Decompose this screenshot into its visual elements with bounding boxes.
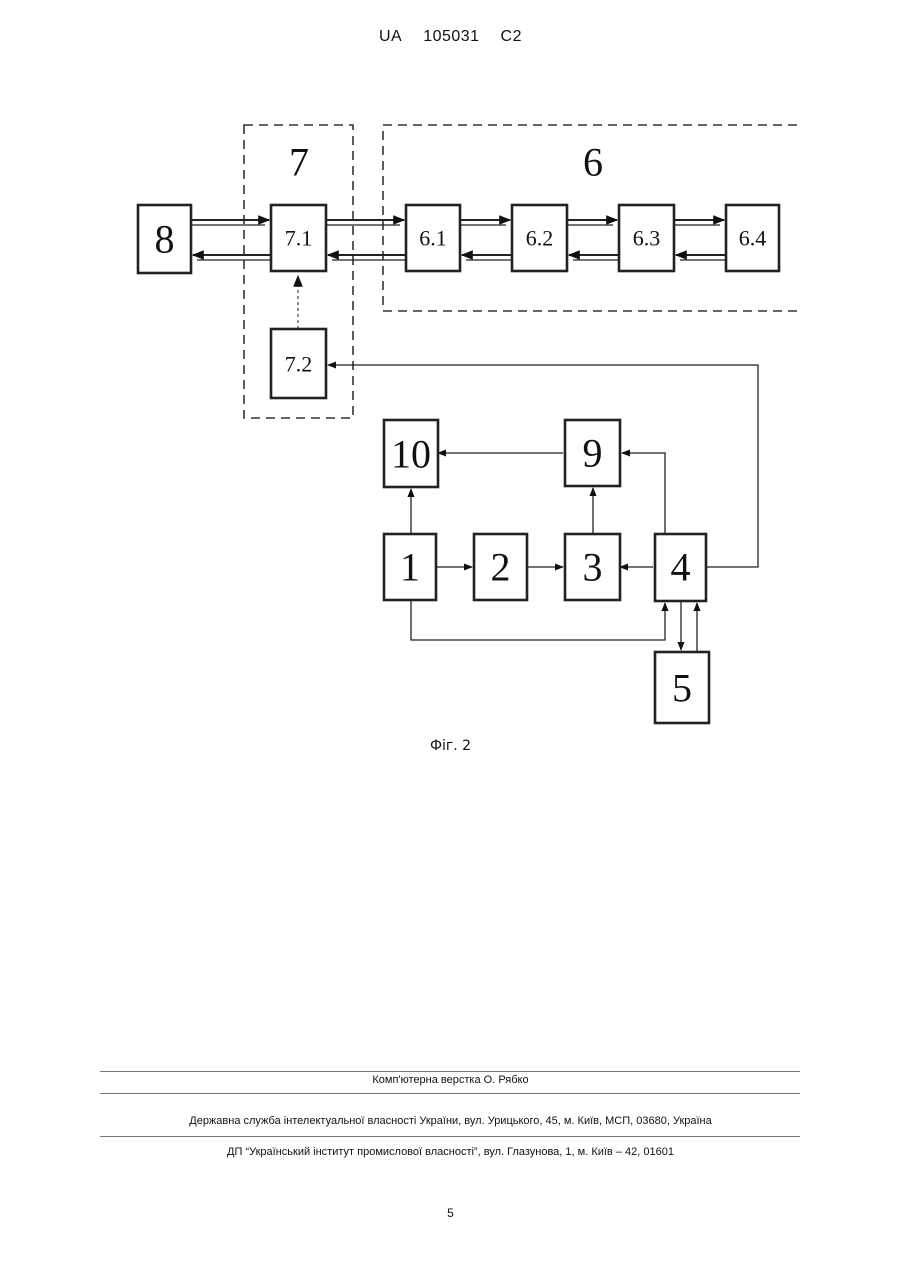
connector-4-9 <box>622 453 665 534</box>
block-4-label: 4 <box>671 545 691 590</box>
connector-8-71 <box>191 220 271 260</box>
block-8-label: 8 <box>155 217 175 262</box>
block-7-1: 7.1 <box>271 205 326 271</box>
block-6-1-label: 6.1 <box>419 226 447 251</box>
block-6-3: 6.3 <box>619 205 674 271</box>
block-6-4-label: 6.4 <box>739 226 767 251</box>
block-3: 3 <box>565 534 620 600</box>
block-7-2: 7.2 <box>271 329 326 398</box>
block-10-label: 10 <box>391 432 431 477</box>
footer-divider <box>100 1093 800 1094</box>
figure-caption: Фіг. 2 <box>0 738 901 754</box>
block-1-label: 1 <box>400 545 420 590</box>
block-7-2-label: 7.2 <box>285 352 313 377</box>
block-2-label: 2 <box>491 545 511 590</box>
group-7-label: 7 <box>289 140 309 185</box>
block-5-label: 5 <box>672 666 692 711</box>
block-6-3-label: 6.3 <box>633 226 661 251</box>
block-9-label: 9 <box>583 431 603 476</box>
block-5: 5 <box>655 652 709 723</box>
block-9: 9 <box>565 420 620 486</box>
block-6-1: 6.1 <box>406 205 460 271</box>
group-6-label: 6 <box>583 140 603 185</box>
footer-credit: Комп'ютерна верстка О. Рябко <box>0 1074 901 1086</box>
connector-62-63 <box>567 220 619 260</box>
block-10: 10 <box>384 420 438 487</box>
block-4: 4 <box>655 534 706 601</box>
block-8: 8 <box>138 205 191 273</box>
footer-agency: Державна служба інтелектуальної власност… <box>0 1115 901 1127</box>
block-3-label: 3 <box>583 545 603 590</box>
block-1: 1 <box>384 534 436 600</box>
connector-71-61 <box>326 220 406 260</box>
block-6-2: 6.2 <box>512 205 567 271</box>
connector-1-4 <box>411 600 665 640</box>
block-6-2-label: 6.2 <box>526 226 554 251</box>
connector-61-62 <box>460 220 512 260</box>
block-2: 2 <box>474 534 527 600</box>
connector-63-64 <box>674 220 726 260</box>
block-6-4: 6.4 <box>726 205 779 271</box>
footer-divider <box>100 1136 800 1137</box>
footer-divider <box>100 1071 800 1072</box>
footer-institute: ДП “Український інститут промислової вла… <box>0 1146 901 1158</box>
page-number: 5 <box>0 1206 901 1220</box>
block-7-1-label: 7.1 <box>285 226 313 251</box>
